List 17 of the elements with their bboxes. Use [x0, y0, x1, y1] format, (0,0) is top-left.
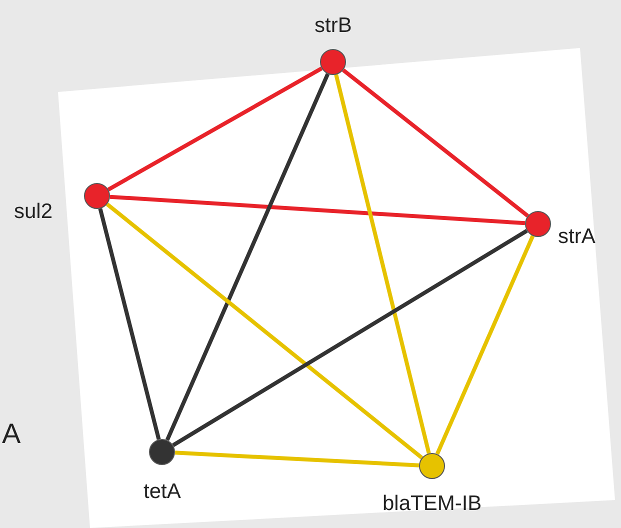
gene-label: blaTEM-IB	[382, 492, 482, 516]
gene-label: strB	[314, 14, 352, 38]
edge-line	[107, 66, 323, 192]
edge-line	[435, 235, 535, 455]
edge-line	[172, 229, 528, 447]
edge-line	[165, 73, 330, 441]
edge-line	[342, 68, 530, 218]
edge-line	[106, 202, 424, 460]
gene-label: sul2	[14, 200, 53, 224]
gene-label: strA	[558, 225, 596, 249]
edge-line	[334, 74, 431, 454]
edge-line	[98, 208, 161, 440]
gene-node	[320, 49, 346, 75]
edge-line	[110, 194, 526, 226]
panel-letter: A	[2, 418, 21, 450]
edge-line	[174, 450, 420, 468]
gene-label: tetA	[144, 480, 181, 504]
